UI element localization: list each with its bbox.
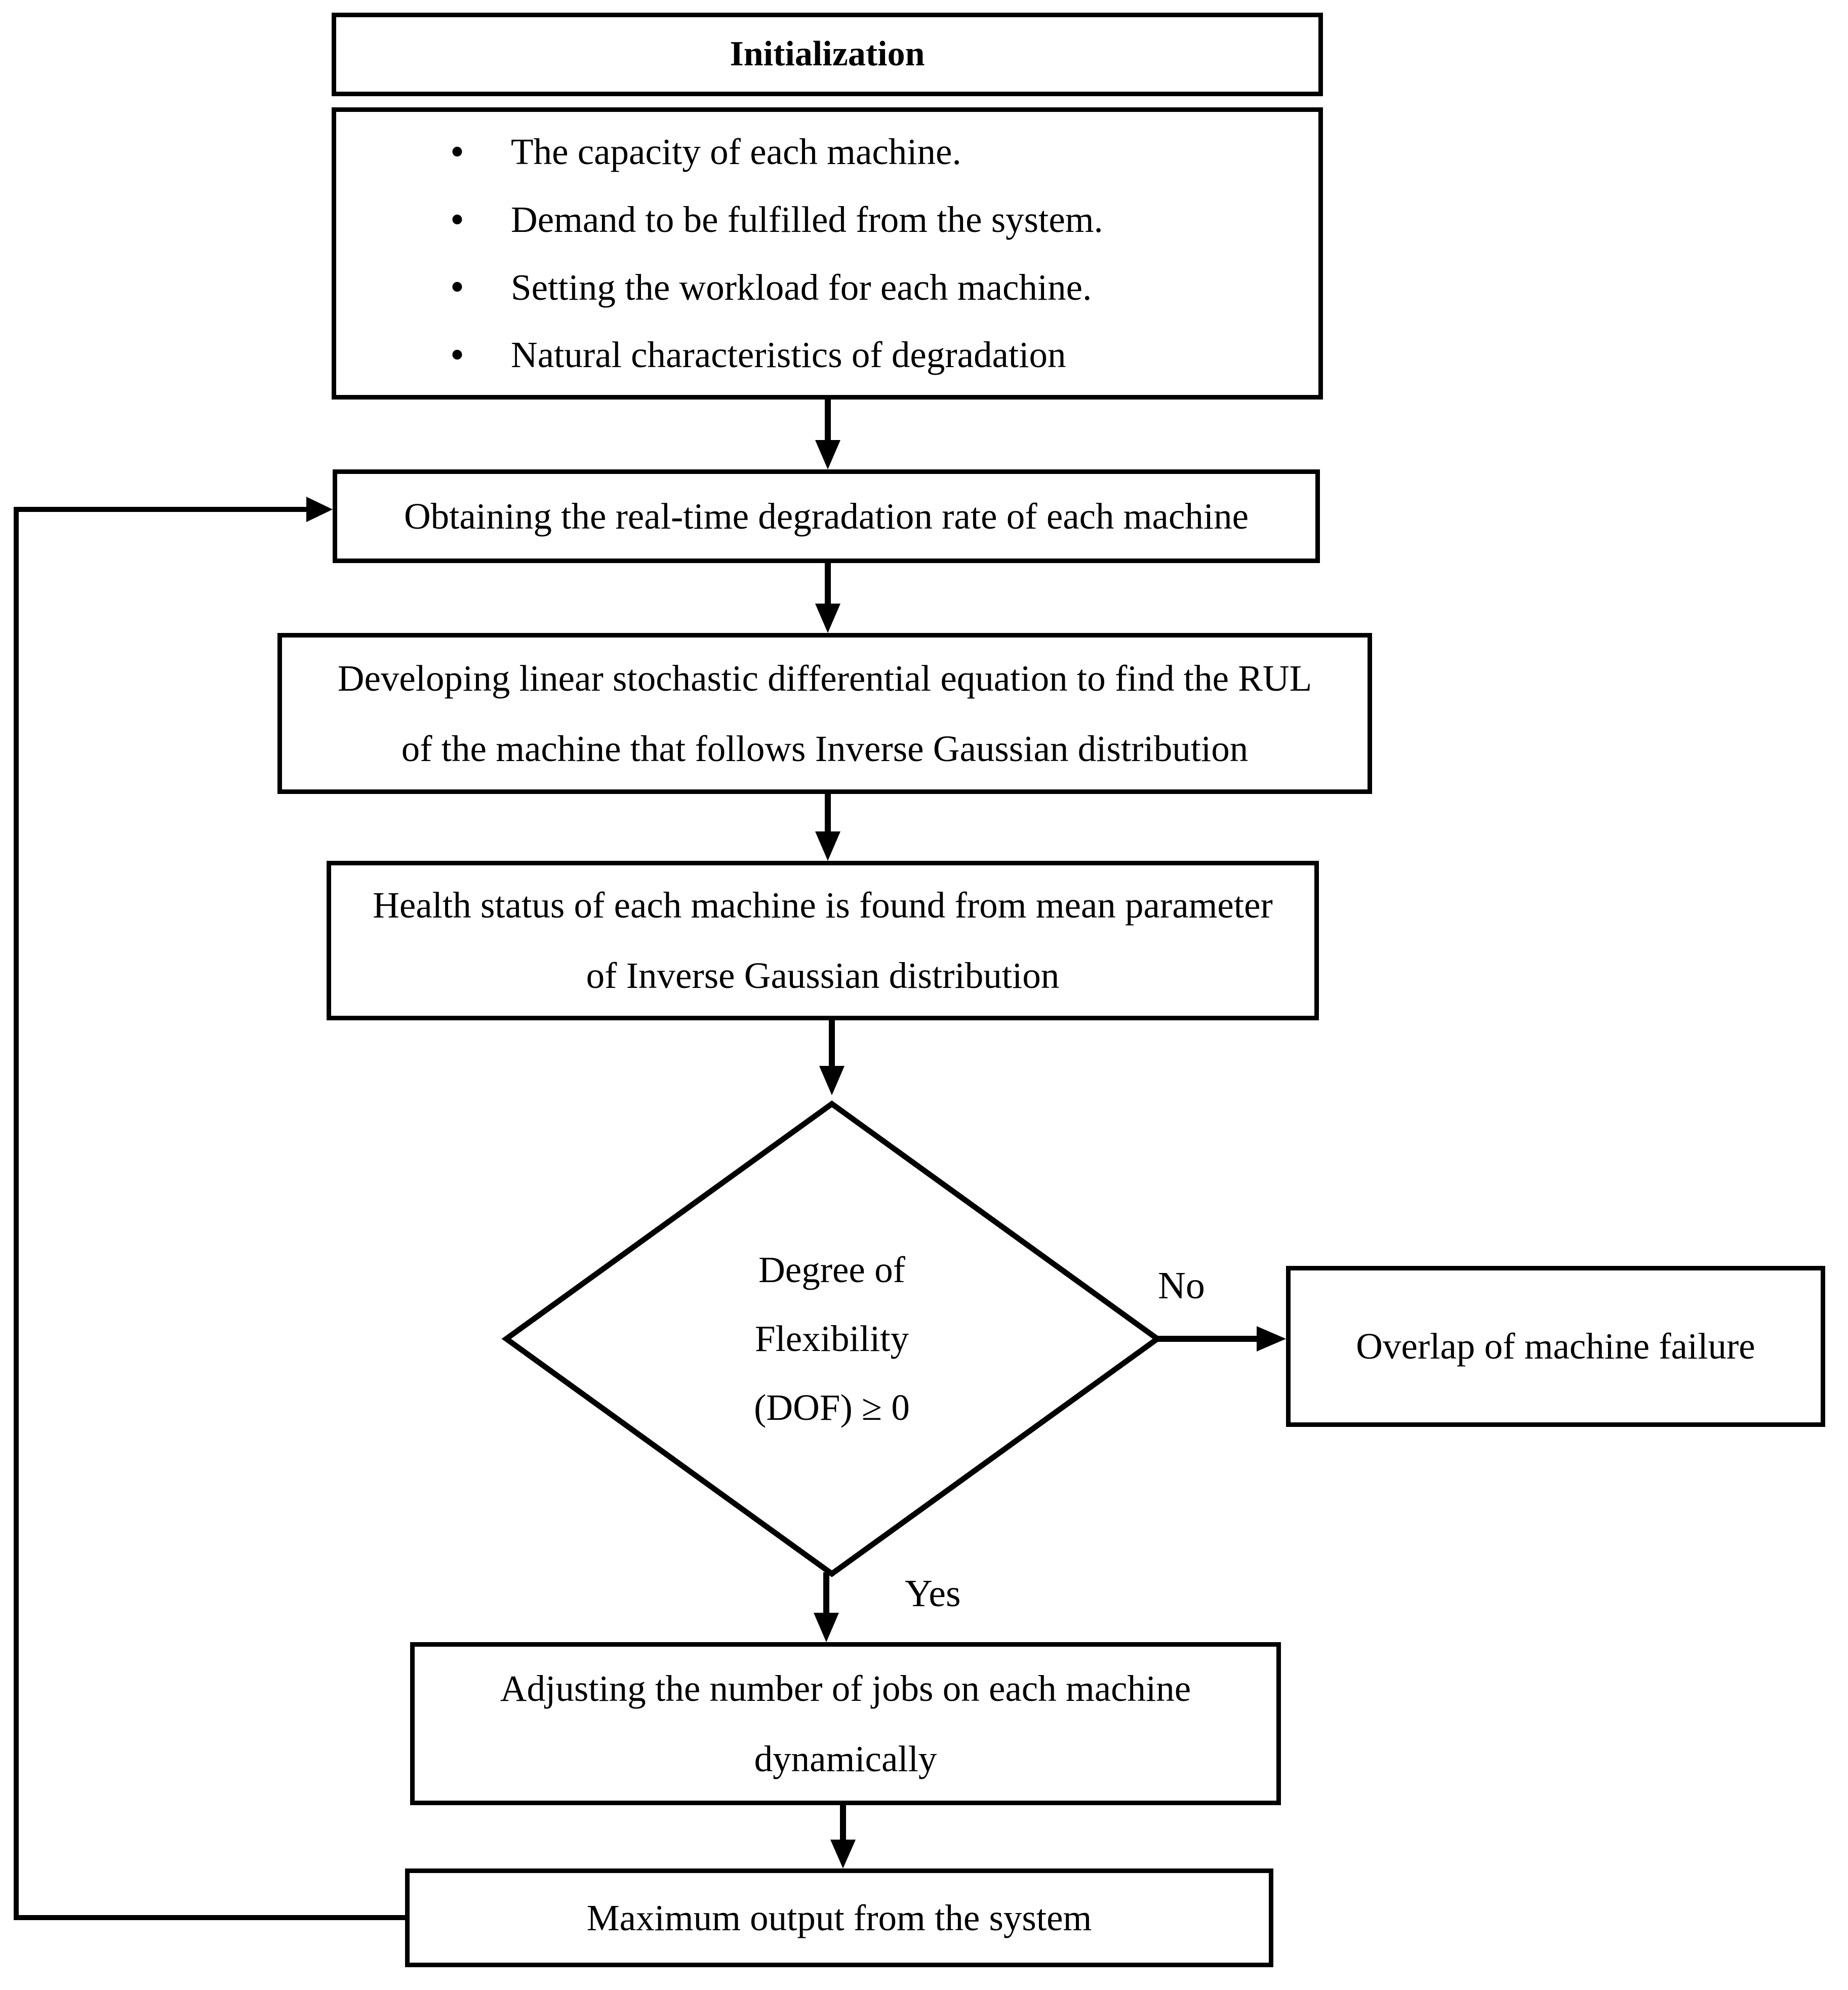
step-health-line1: Health status of each machine is found f… bbox=[373, 885, 1273, 926]
step-obtain-box: Obtaining the real-time degradation rate… bbox=[333, 469, 1320, 563]
step-health-box: Health status of each machine is found f… bbox=[327, 861, 1319, 1020]
step-develop-box: Developing linear stochastic differentia… bbox=[277, 633, 1372, 794]
bullet-icon: • bbox=[450, 333, 465, 378]
arrow-health-to-decision-head bbox=[819, 1066, 845, 1095]
feedback-loop-head bbox=[306, 497, 333, 522]
step-develop-line2: of the machine that follows Inverse Gaus… bbox=[401, 728, 1249, 769]
initialization-header-box: Initialization bbox=[332, 13, 1323, 96]
initialization-title: Initialization bbox=[730, 34, 925, 74]
step-adjust-box: Adjusting the number of jobs on each mac… bbox=[410, 1642, 1281, 1805]
bullet-icon: • bbox=[450, 265, 465, 310]
step-obtain-text: Obtaining the real-time degradation rate… bbox=[404, 495, 1249, 537]
decision-line2: Flexibility bbox=[754, 1318, 909, 1359]
initialization-list-box: • The capacity of each machine. • Demand… bbox=[332, 107, 1323, 400]
arrow-develop-to-health-head bbox=[815, 831, 840, 861]
list-item: • Setting the workload for each machine. bbox=[450, 266, 1298, 309]
step-adjust-line1: Adjusting the number of jobs on each mac… bbox=[500, 1667, 1191, 1709]
decision-line1: Degree of bbox=[758, 1249, 905, 1290]
decision-line3: (DOF) ≥ 0 bbox=[754, 1387, 910, 1428]
step-overlap-text: Overlap of machine failure bbox=[1356, 1326, 1755, 1367]
step-develop-line1: Developing linear stochastic differentia… bbox=[337, 657, 1312, 699]
arrow-no-branch-head bbox=[1257, 1326, 1286, 1351]
list-item-text: The capacity of each machine. bbox=[511, 131, 961, 172]
bullet-icon: • bbox=[450, 197, 465, 242]
arrow-adjust-to-max-head bbox=[830, 1840, 856, 1868]
step-health-line2: of Inverse Gaussian distribution bbox=[586, 955, 1060, 996]
list-item-text: Natural characteristics of degradation bbox=[511, 334, 1066, 376]
step-overlap-box: Overlap of machine failure bbox=[1286, 1266, 1825, 1427]
step-adjust-line2: dynamically bbox=[754, 1738, 937, 1779]
decision-diamond-shape bbox=[501, 1100, 1162, 1577]
step-maximum-box: Maximum output from the system bbox=[405, 1868, 1273, 1967]
list-item: • Demand to be fulfilled from the system… bbox=[450, 198, 1298, 241]
yes-branch-label: Yes bbox=[905, 1572, 961, 1615]
list-item: • Natural characteristics of degradation bbox=[450, 334, 1298, 376]
list-item-text: Setting the workload for each machine. bbox=[511, 266, 1092, 308]
arrow-obtain-to-develop-head bbox=[815, 604, 840, 633]
feedback-loop-line bbox=[14, 507, 405, 1920]
bullet-icon: • bbox=[450, 129, 465, 174]
list-item: • The capacity of each machine. bbox=[450, 131, 1298, 173]
step-maximum-text: Maximum output from the system bbox=[586, 1897, 1092, 1938]
list-item-text: Demand to be fulfilled from the system. bbox=[511, 198, 1103, 240]
decision-diamond-text: Degree of Flexibility (DOF) ≥ 0 bbox=[506, 1104, 1157, 1574]
arrow-yes-branch-head bbox=[814, 1613, 839, 1642]
no-branch-label: No bbox=[1158, 1264, 1205, 1307]
arrow-init-to-obtain-head bbox=[815, 440, 840, 469]
